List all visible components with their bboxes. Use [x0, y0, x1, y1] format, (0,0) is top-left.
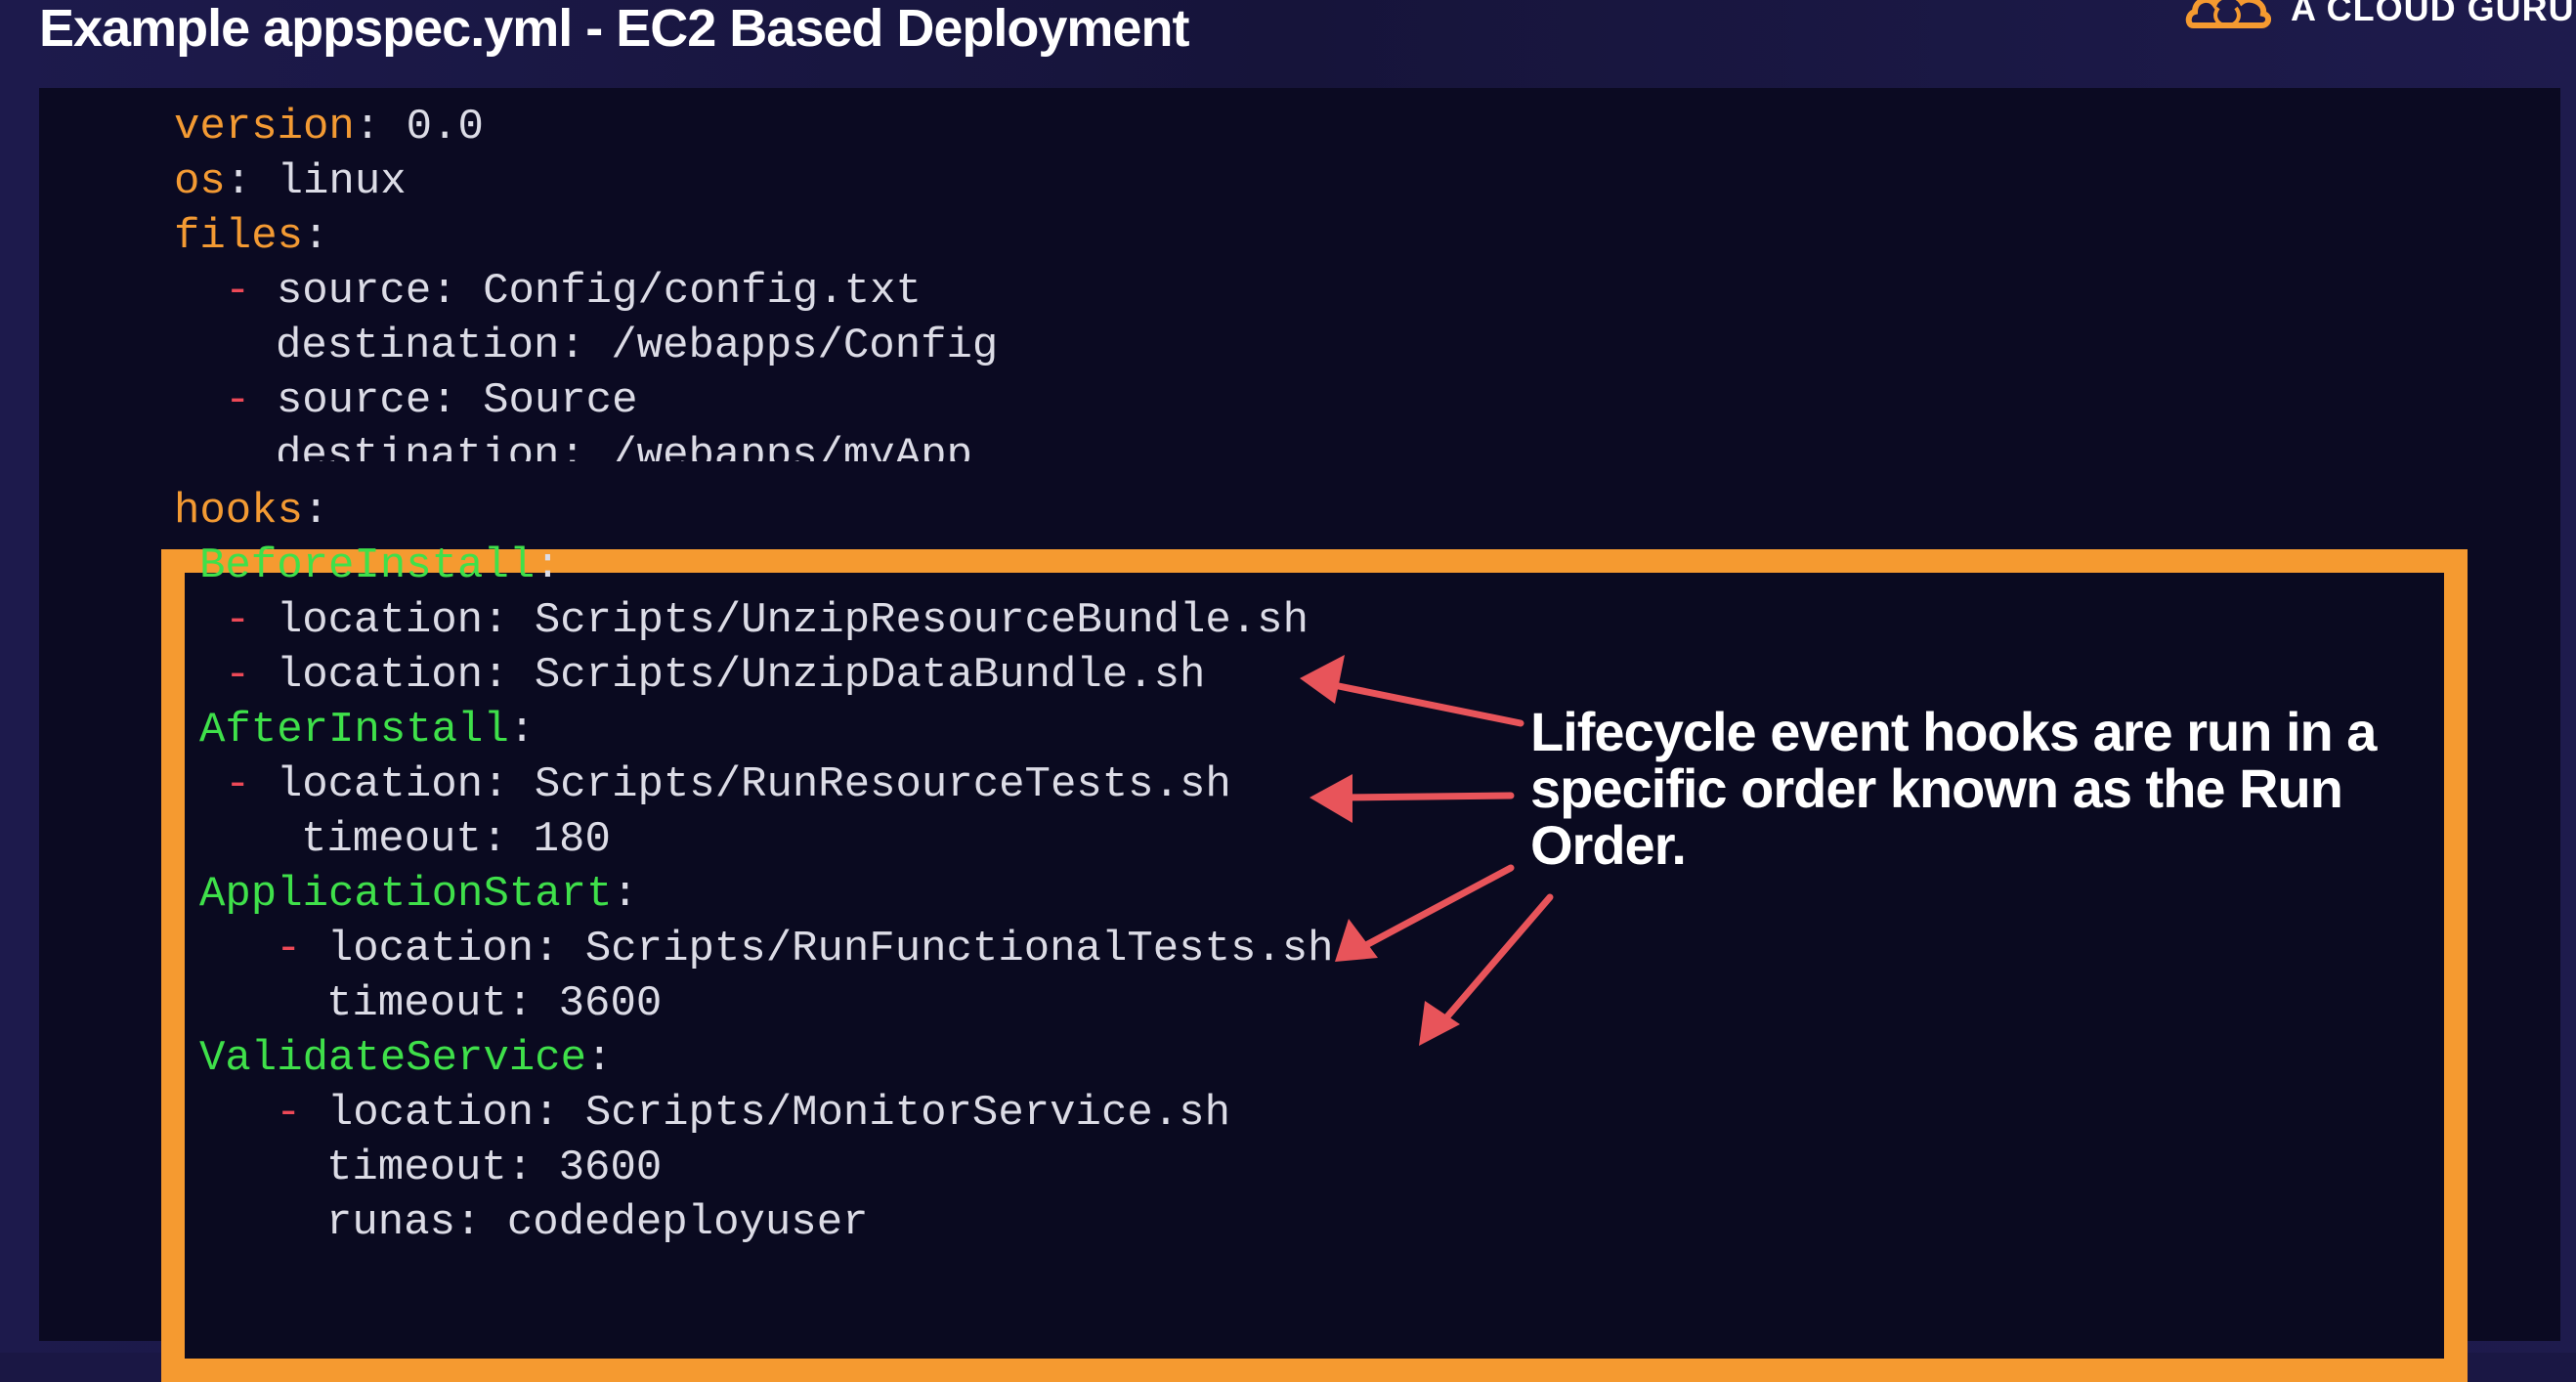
code-line-os: os: linux	[174, 157, 407, 206]
yaml-value: Scripts/UnzipResourceBundle.sh	[534, 596, 1309, 645]
yaml-key: location	[326, 1089, 535, 1138]
yaml-key: destination	[276, 322, 560, 370]
code-line-file-source: - source: Config/config.txt	[225, 267, 922, 316]
code-line-hook-location: - location: Scripts/RunResourceTests.sh	[225, 760, 1231, 809]
code-line-file-source: - source: Source	[225, 376, 638, 425]
yaml-key: files	[174, 212, 304, 261]
list-dash: -	[225, 376, 251, 425]
yaml-key: destination	[276, 431, 560, 461]
yaml-value: 0.0	[406, 103, 484, 151]
hook-name: ApplicationStart	[199, 870, 613, 919]
yaml-key: source	[276, 267, 432, 316]
code-line-hook-runas: runas: codedeployuser	[326, 1198, 869, 1247]
code-line-hook-location: - location: Scripts/UnzipResourceBundle.…	[225, 596, 1309, 645]
code-line-hook-before-install: BeforeInstall:	[199, 541, 561, 590]
yaml-value: /webapps/myApp	[611, 431, 972, 461]
yaml-key: source	[276, 376, 432, 425]
yaml-key: timeout	[301, 815, 482, 864]
code-line-hook-timeout: timeout: 180	[301, 815, 611, 864]
list-dash: -	[276, 925, 302, 973]
yaml-value: 3600	[558, 1144, 663, 1192]
code-panel	[39, 88, 2560, 1382]
code-line-hook-timeout: timeout: 3600	[326, 1144, 663, 1192]
hook-name: BeforeInstall	[199, 541, 536, 590]
yaml-value: Config/config.txt	[483, 267, 922, 316]
brand-logo: A CLOUD GURU	[2185, 0, 2575, 31]
code-line-version: version: 0.0	[174, 103, 484, 151]
code-line-hook-location: - location: Scripts/UnzipDataBundle.sh	[225, 651, 1206, 700]
list-dash: -	[225, 651, 251, 700]
yaml-value: 180	[533, 815, 611, 864]
code-line-hook-location: - location: Scripts/RunFunctionalTests.s…	[276, 925, 1334, 973]
yaml-key: os	[174, 157, 226, 206]
hook-name: AfterInstall	[199, 706, 509, 755]
yaml-key: runas	[326, 1198, 456, 1247]
yaml-key: timeout	[326, 1144, 507, 1192]
code-line-files: files:	[174, 212, 329, 261]
yaml-key: location	[276, 760, 484, 809]
code-line-file-destination-partial: destination: /webapps/myApp	[276, 428, 972, 461]
yaml-value: Source	[483, 376, 638, 425]
list-dash: -	[225, 760, 251, 809]
yaml-value: linux	[277, 157, 407, 206]
yaml-key: version	[174, 103, 355, 151]
code-line-hook-after-install: AfterInstall:	[199, 706, 536, 755]
yaml-key: timeout	[326, 979, 507, 1028]
code-line-hooks: hooks:	[174, 487, 329, 536]
code-line-hook-timeout: timeout: 3600	[326, 979, 663, 1028]
yaml-key: hooks	[174, 487, 304, 536]
list-dash: -	[225, 267, 251, 316]
yaml-key: location	[326, 925, 535, 973]
hook-name: ValidateService	[199, 1034, 587, 1083]
yaml-value: /webapps/Config	[611, 322, 999, 370]
yaml-value: 3600	[558, 979, 663, 1028]
code-line-hook-application-start: ApplicationStart:	[199, 870, 638, 919]
yaml-value: Scripts/RunResourceTests.sh	[534, 760, 1231, 809]
list-dash: -	[276, 1089, 302, 1138]
yaml-value: Scripts/UnzipDataBundle.sh	[534, 651, 1206, 700]
yaml-value: Scripts/RunFunctionalTests.sh	[584, 925, 1334, 973]
logo-text: A CLOUD GURU	[2291, 0, 2575, 28]
cloud-logo-icon	[2185, 0, 2271, 28]
yaml-value: Scripts/MonitorService.sh	[584, 1089, 1230, 1138]
list-dash: -	[225, 596, 251, 645]
yaml-key: location	[276, 651, 484, 700]
code-line-hook-location: - location: Scripts/MonitorService.sh	[276, 1089, 1230, 1138]
slide-title: Example appspec.yml - EC2 Based Deployme…	[39, 0, 1189, 58]
yaml-value: codedeployuser	[506, 1198, 869, 1247]
yaml-key: location	[276, 596, 484, 645]
code-line-hook-validate-service: ValidateService:	[199, 1034, 613, 1083]
code-line-file-destination: destination: /webapps/Config	[276, 322, 999, 370]
run-order-note: Lifecycle event hooks are run in a speci…	[1530, 701, 2377, 876]
appspec-code-lines: version: 0.0 os: linux files: - source: …	[174, 103, 1334, 1247]
